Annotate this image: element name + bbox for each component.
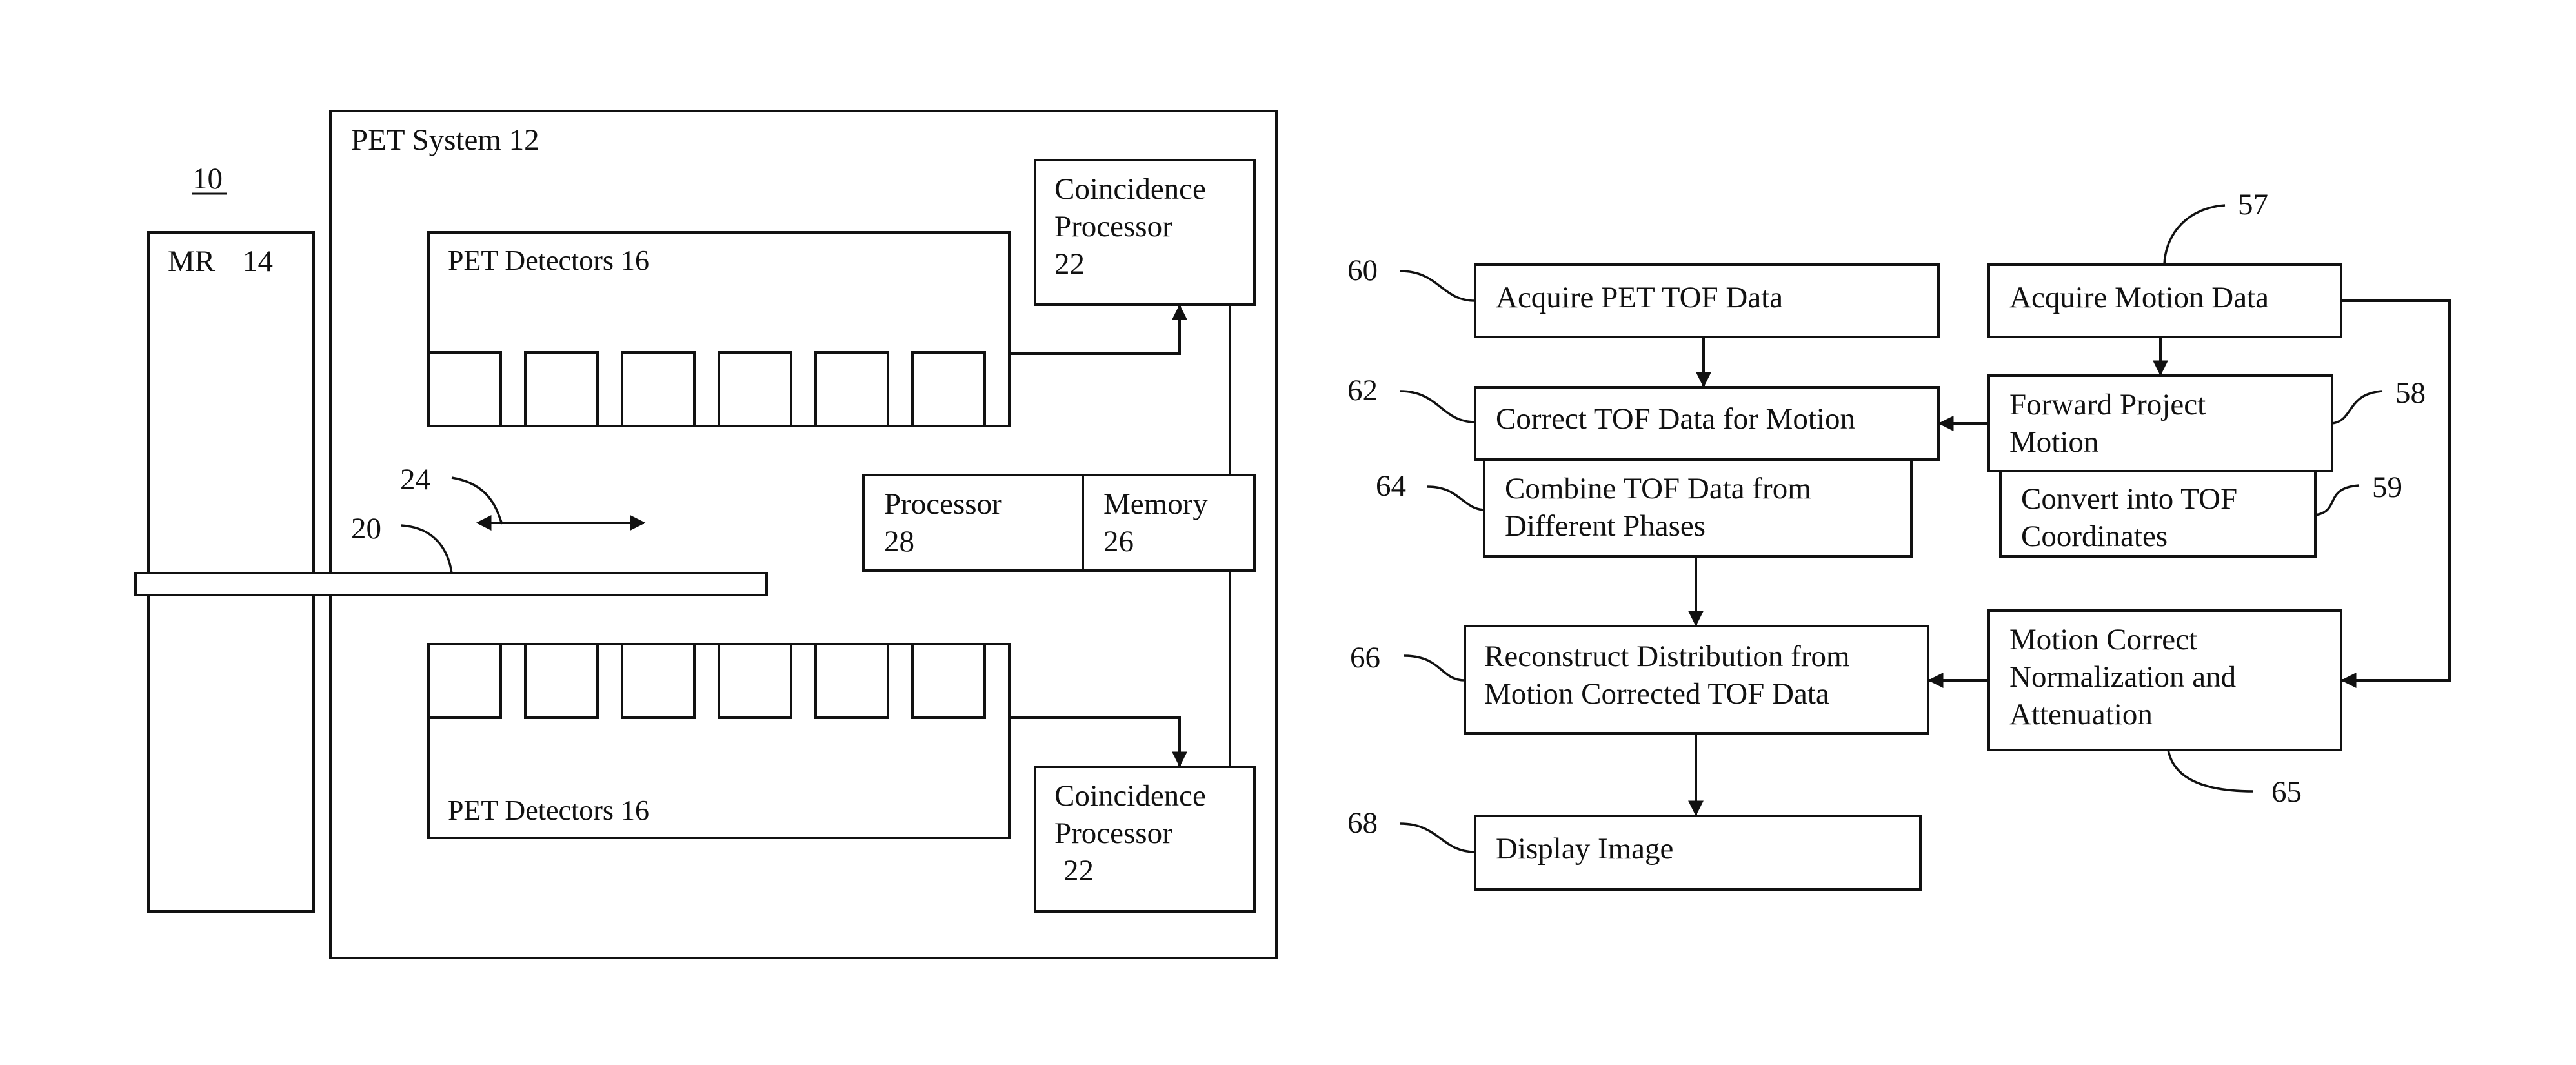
motion-correction-flowchart: Acquire PET TOF Data 60 Acquire Motion D… <box>1347 188 2450 889</box>
combine-tof-ref: 64 <box>1376 469 1406 503</box>
motion-correct-norm-ref: 65 <box>2271 775 2302 809</box>
detector-element <box>912 352 985 426</box>
detector-element <box>525 644 598 718</box>
detector-element <box>525 352 598 426</box>
correct-tof-leader <box>1400 391 1475 422</box>
detector-element <box>622 352 694 426</box>
correct-tof-ref: 62 <box>1347 374 1378 407</box>
pet-detectors-bottom-label: PET Detectors 16 <box>448 795 649 826</box>
mr-label: MR <box>168 245 216 278</box>
patient-table <box>136 573 767 595</box>
acquire-pet-ref: 60 <box>1347 254 1378 287</box>
acquire-pet-text: Acquire PET TOF Data <box>1496 281 1783 314</box>
display-image-ref: 68 <box>1347 806 1378 840</box>
forward-project-leader <box>2332 391 2382 423</box>
pet-system-label: PET System 12 <box>351 123 539 157</box>
detector-element <box>719 352 791 426</box>
detector-element <box>428 644 501 718</box>
detector-element <box>912 644 985 718</box>
detector-element <box>816 644 888 718</box>
mr-ref: 14 <box>243 245 273 278</box>
acquire-motion-ref: 57 <box>2238 188 2268 221</box>
detector-element <box>622 644 694 718</box>
convert-tof-leader <box>2315 485 2359 515</box>
display-image-leader <box>1400 824 1475 852</box>
detector-element <box>719 644 791 718</box>
forward-project-ref: 58 <box>2395 376 2426 410</box>
motion-correct-norm-leader <box>2168 750 2253 791</box>
convert-tof-ref: 59 <box>2372 471 2402 504</box>
figure-ref: 10 <box>192 162 223 196</box>
ref-motion: 24 <box>400 463 430 496</box>
detector-element <box>816 352 888 426</box>
system-block-diagram: 10 MR 14 PET System 12 PET Detectors 16 … <box>136 111 1276 958</box>
detector-element <box>428 352 501 426</box>
ref-table: 20 <box>351 512 381 545</box>
acquire-motion-text: Acquire Motion Data <box>2009 281 2269 314</box>
correct-tof-text: Correct TOF Data for Motion <box>1496 402 1855 436</box>
reconstruct-ref: 66 <box>1350 641 1380 674</box>
acquire-motion-leader <box>2164 205 2225 265</box>
reconstruct-leader <box>1404 656 1465 680</box>
pet-detectors-top-label: PET Detectors 16 <box>448 245 649 276</box>
acquire-pet-leader <box>1400 271 1475 301</box>
combine-tof-leader <box>1427 487 1484 510</box>
display-image-text: Display Image <box>1496 832 1673 866</box>
